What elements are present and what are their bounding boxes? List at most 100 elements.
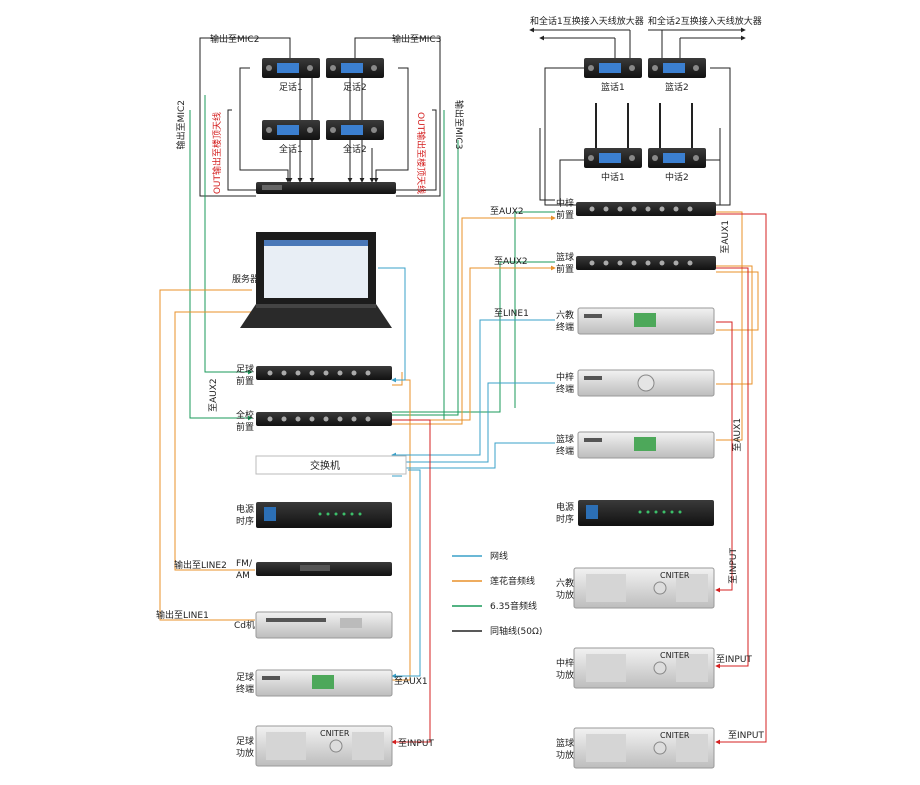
legend-network: 网线 <box>490 550 508 562</box>
label-bask-pre-a: 篮球 <box>556 251 574 263</box>
label-foot-term-a: 足球 <box>236 671 254 683</box>
label-out-mic2-side: 输出至MIC2 <box>175 100 187 149</box>
terminal-basket <box>577 431 715 459</box>
label-bask-amp-a: 篮球 <box>556 737 574 749</box>
label-mid1: 中话1 <box>601 171 625 183</box>
server-console <box>240 232 392 328</box>
label-six-term-a: 六教 <box>556 309 574 321</box>
preamp-basket <box>576 256 716 270</box>
network-switch <box>255 455 407 475</box>
preamp-football <box>256 366 392 380</box>
terminal-football <box>255 669 393 697</box>
terminal-six <box>577 307 715 335</box>
label-out-antenna-right: OUT输出至楼顶天线 <box>415 112 427 194</box>
label-six-amp-b: 功放 <box>556 589 574 601</box>
label-power-seq-r-a: 电源 <box>556 501 574 513</box>
brand-label: CNITER <box>660 651 690 660</box>
brand-label: CNITER <box>660 571 690 580</box>
power-sequencer-right <box>578 500 714 526</box>
label-foot-pre-a: 足球 <box>236 363 254 375</box>
label-fm-b: AM <box>236 571 250 581</box>
label-bask-pre-b: 前置 <box>556 263 574 275</box>
label-campus-pre-b: 前置 <box>236 421 254 433</box>
preamp-campus <box>256 412 392 426</box>
label-swap2: 和全话2互换接入天线放大器 <box>648 15 762 27</box>
legend-coax: 同轴线(50Ω) <box>490 625 542 637</box>
fm-am-tuner <box>256 562 392 576</box>
label-to-input-left: 至INPUT <box>398 738 434 749</box>
label-to-input-mid: 至INPUT <box>716 654 752 665</box>
legend-jack635: 6.35音频线 <box>490 600 537 612</box>
power-sequencer-left <box>256 502 392 528</box>
receiver-allcall2 <box>326 120 384 140</box>
label-out-antenna-left: OUT输出至楼顶天线 <box>211 112 223 194</box>
label-basket2: 篮话2 <box>665 81 689 93</box>
receiver-basket2 <box>648 58 706 78</box>
label-power-seq-b: 时序 <box>236 515 254 527</box>
connection-lines <box>159 27 767 745</box>
label-to-aux2-b: 至AUX2 <box>494 256 528 267</box>
label-out-mic3-side: 输出至MIC3 <box>453 100 465 149</box>
label-to-aux2-a: 至AUX2 <box>490 206 524 217</box>
label-to-aux2-left: 至AUX2 <box>208 378 219 412</box>
label-campus-pre-a: 全校 <box>236 409 254 421</box>
legend: 网线 莲花音频线 6.35音频线 同轴线(50Ω) <box>452 550 542 637</box>
label-foot-pre-b: 前置 <box>236 375 254 387</box>
preamp-mid <box>576 202 716 216</box>
label-six-amp-a: 六教 <box>556 577 574 589</box>
label-to-aux1-mid: 至AUX1 <box>732 418 743 452</box>
label-basket1: 篮话1 <box>601 81 625 93</box>
label-to-aux1-top: 至AUX1 <box>720 220 731 254</box>
label-out-line2: 输出至LINE2 <box>174 559 227 571</box>
label-switch: 交换机 <box>310 459 340 472</box>
label-bask-amp-b: 功放 <box>556 749 574 761</box>
cd-player <box>255 611 393 639</box>
label-out-line1: 输出至LINE1 <box>156 609 209 621</box>
receiver-football1 <box>262 58 320 78</box>
amp-mid <box>573 647 715 689</box>
label-bask-term-b: 终端 <box>556 445 574 457</box>
brand-label: CNITER <box>660 731 690 740</box>
label-to-line1: 至LINE1 <box>494 308 529 319</box>
label-mid-pre-a: 中梓 <box>556 197 574 209</box>
label-mid2: 中话2 <box>665 171 689 183</box>
label-swap1: 和全话1互换接入天线放大器 <box>530 15 644 27</box>
legend-rca: 莲花音频线 <box>490 575 535 587</box>
terminal-mid <box>577 369 715 397</box>
label-fm-a: FM/ <box>236 559 253 569</box>
brand-label: CNITER <box>320 729 350 738</box>
label-mid-amp-a: 中梓 <box>556 657 574 669</box>
label-to-input-bask: 至INPUT <box>728 730 764 741</box>
label-power-seq-r-b: 时序 <box>556 513 574 525</box>
label-allcall2: 全话2 <box>343 143 367 155</box>
label-allcall1: 全话1 <box>279 143 303 155</box>
label-server: 服务器 <box>232 273 259 285</box>
label-cd: Cd机 <box>234 619 255 631</box>
label-out-mic3-top: 输出至MIC3 <box>392 33 441 45</box>
label-mid-amp-b: 功放 <box>556 669 574 681</box>
label-football1: 足话1 <box>279 81 303 93</box>
receiver-allcall1 <box>262 120 320 140</box>
receiver-mid2 <box>648 103 706 168</box>
label-foot-term-b: 终端 <box>236 683 254 695</box>
label-six-term-b: 终端 <box>556 321 574 333</box>
label-to-aux1-left: 至AUX1 <box>394 676 428 687</box>
amp-basket <box>573 727 715 769</box>
label-mid-term-a: 中梓 <box>556 371 574 383</box>
antenna-splitter <box>256 182 396 194</box>
amp-football <box>255 725 393 767</box>
label-bask-term-a: 篮球 <box>556 433 574 445</box>
receiver-mid1 <box>584 103 642 168</box>
label-mid-term-b: 终端 <box>556 383 574 395</box>
label-out-mic2-top: 输出至MIC2 <box>210 33 259 45</box>
label-to-input-six: 至INPUT <box>728 548 739 584</box>
label-foot-amp-b: 功放 <box>236 747 254 759</box>
receiver-football2 <box>326 58 384 78</box>
receiver-basket1 <box>584 58 642 78</box>
amp-six <box>573 567 715 609</box>
label-power-seq-a: 电源 <box>236 503 254 515</box>
label-foot-amp-a: 足球 <box>236 735 254 747</box>
label-mid-pre-b: 前置 <box>556 209 574 221</box>
label-football2: 足话2 <box>343 81 367 93</box>
